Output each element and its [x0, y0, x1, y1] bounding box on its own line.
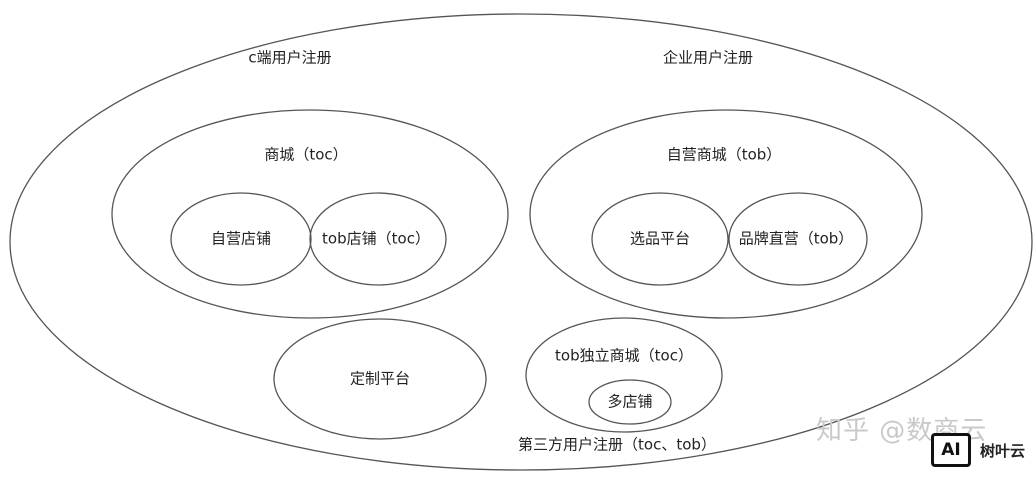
brand-direct-ellipse [728, 192, 868, 286]
tob-store-ellipse [309, 192, 447, 286]
custom-platform-label: 定制平台 [349, 369, 411, 388]
tob-independent-ellipse [525, 317, 723, 433]
tob-store-label: tob店铺（toc） [322, 229, 430, 248]
ai-badge-icon: AI [931, 433, 971, 467]
selection-platform-ellipse [591, 192, 729, 286]
mall-label: 商城（toc） [264, 145, 348, 164]
multi-store-label: 多店铺 [607, 392, 653, 411]
self-store-label: 自营店铺 [210, 229, 272, 248]
brand-direct-label: 品牌直营（tob） [738, 229, 854, 248]
third-party-registration-label: 第三方用户注册（toc、tob） [518, 435, 716, 454]
enterprise-registration-label: 企业用户注册 [662, 48, 754, 67]
mall-ellipse [111, 109, 509, 319]
consumer-registration-label: c端用户注册 [248, 48, 332, 67]
custom-platform-ellipse [273, 318, 487, 440]
tob-independent-label: tob独立商城（toc） [555, 346, 693, 365]
selection-platform-label: 选品平台 [629, 229, 691, 248]
self-store-ellipse [170, 192, 312, 286]
multi-store-ellipse [588, 379, 672, 425]
outer-ellipse [9, 13, 1033, 471]
self-mall-ellipse [529, 109, 923, 319]
self-mall-label: 自营商城（tob） [666, 145, 782, 164]
brand-label: 树叶云 [980, 442, 1026, 460]
